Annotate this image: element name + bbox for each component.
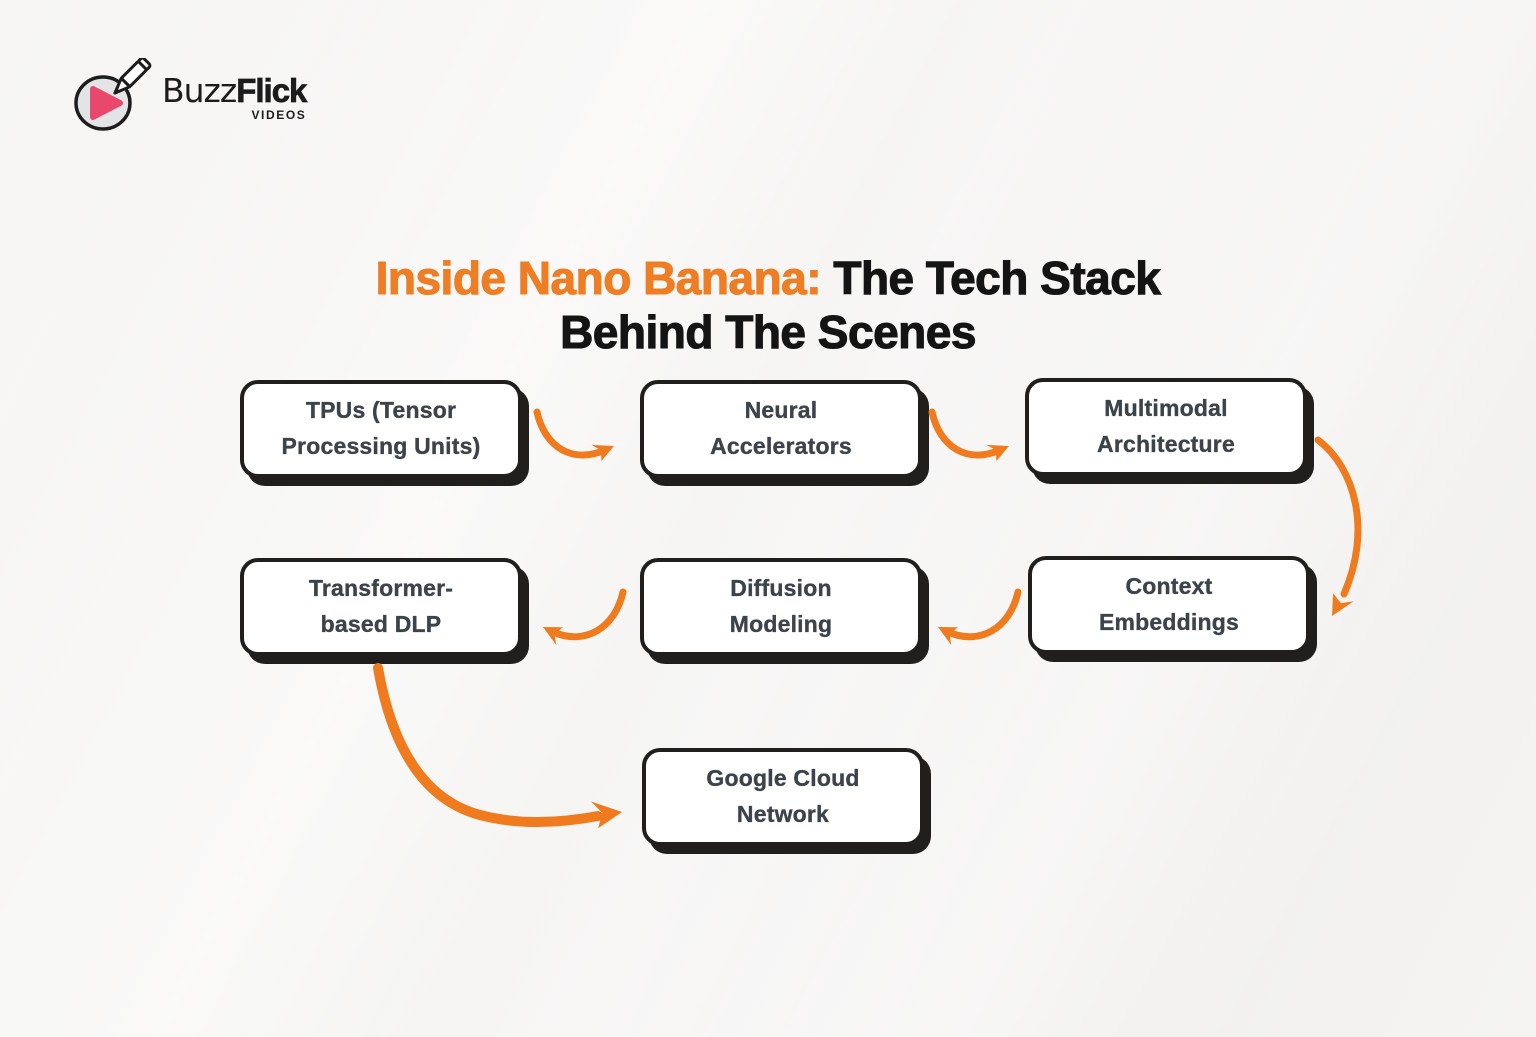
pencil-icon (113, 58, 152, 95)
brand-tagline: VIDEOS (251, 108, 307, 122)
arrow-transformer-to-google (373, 663, 624, 829)
node-label: Neural Accelerators (710, 397, 852, 459)
node-neural-accelerators: Neural Accelerators (640, 380, 922, 478)
node-diffusion-modeling: Diffusion Modeling (640, 558, 922, 656)
node-label: Context Embeddings (1098, 573, 1239, 635)
node-transformer-dlp: Transformer- based DLP (240, 558, 522, 656)
node-multimodal-architecture: Multimodal Architecture (1025, 378, 1307, 476)
node-label: Google Cloud Network (706, 765, 860, 827)
play-icon (90, 86, 123, 120)
page-title-highlight: Inside Nano Banana: (375, 251, 822, 304)
node-context-embeddings: Context Embeddings (1028, 556, 1310, 654)
arrow-multimodal-to-context (1314, 436, 1362, 622)
page-title: Inside Nano Banana: The Tech Stack Behin… (0, 251, 1536, 360)
node-tpus: TPUs (Tensor Processing Units) (240, 380, 522, 478)
buzzflick-logo-text: BuzzFlick VIDEOS (162, 71, 308, 122)
node-google-cloud-network: Google Cloud Network (642, 748, 924, 846)
brand-name-light: Buzz (162, 71, 237, 110)
arrow-neural-to-multimodal (928, 408, 1013, 463)
node-label: Diffusion Modeling (729, 575, 833, 637)
node-label: TPUs (Tensor Processing Units) (281, 397, 481, 459)
node-label: Multimodal Architecture (1097, 395, 1235, 457)
brand-name-bold: Flick (236, 72, 308, 109)
buzzflick-logo: BuzzFlick VIDEOS (70, 58, 308, 134)
brand-name: BuzzFlick (162, 71, 308, 110)
arrow-tpus-to-neural (533, 408, 618, 463)
arrow-diffusion-to-transformer (538, 588, 627, 646)
page-title-rest: The Tech Stack Behind The Scenes (560, 251, 1162, 359)
arrow-context-to-diffusion (933, 588, 1022, 646)
node-label: Transformer- based DLP (308, 575, 454, 637)
buzzflick-logo-icon (74, 58, 152, 131)
